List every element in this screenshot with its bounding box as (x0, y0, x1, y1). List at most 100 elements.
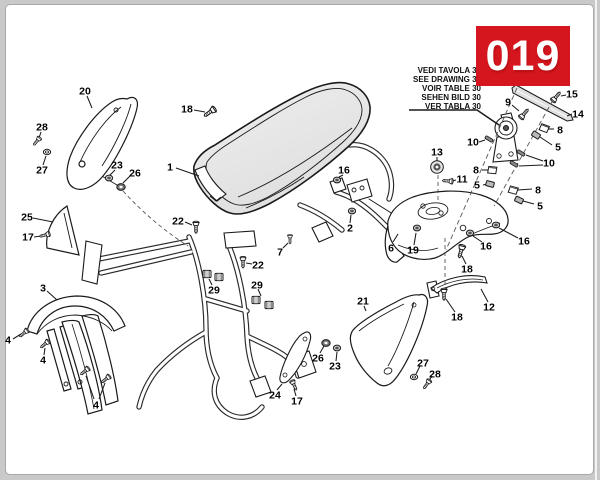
left-side-cover-seam-2 (101, 103, 132, 167)
clip-body (538, 123, 551, 134)
frame-backbone-tube (186, 234, 220, 381)
frame-backbone-tube-core (187, 235, 219, 380)
spacer-fastener-icon (531, 130, 541, 140)
screw-head (440, 289, 448, 294)
screw-head (448, 178, 453, 185)
seat-shape (192, 81, 371, 215)
routing-dash-path (122, 190, 189, 247)
washer-body (409, 373, 419, 381)
part-leader-line (338, 174, 344, 178)
part-number-label: 18 (461, 264, 473, 276)
screw-threads (523, 109, 528, 115)
screw-threads (41, 234, 45, 238)
part-leader-line (413, 232, 417, 246)
curved-bracket-hole (430, 286, 436, 292)
side-plate (311, 221, 334, 243)
screw-threads (205, 111, 211, 117)
part-number-label: 2 (347, 223, 353, 235)
fender-side-hole (486, 218, 492, 224)
part-leader-line (184, 221, 193, 226)
plate-number-badge: 019 (476, 26, 570, 86)
stay-hole (77, 379, 83, 385)
underseat-plate (223, 230, 257, 249)
part-leader-line (511, 104, 520, 112)
part-number-label: 28 (36, 122, 48, 134)
pin-body (516, 149, 526, 157)
frame-seatrail-sliver-core (298, 203, 344, 232)
part-leader-line (43, 347, 46, 356)
screw-threads (443, 179, 448, 183)
fender-bolt-hole (438, 210, 444, 216)
part-number-label: 9 (505, 97, 511, 109)
tie-rod-seam (515, 89, 568, 118)
rear-fender (384, 190, 509, 263)
part-number-label: 8 (535, 185, 541, 197)
screw-threads (41, 343, 46, 348)
part-leader-line (415, 365, 421, 375)
stay-hole (63, 381, 69, 387)
block-fastener-icon (214, 272, 224, 282)
frame-top-tube-a-core (97, 239, 191, 261)
cap-fastener-icon (430, 160, 444, 174)
triangle-panel-shape (46, 205, 80, 256)
washer-hole (411, 375, 417, 379)
grommet-hole (119, 185, 123, 189)
frame-cross-tube-core (204, 297, 249, 313)
screw-fastener-icon (239, 256, 247, 269)
screw-head (287, 235, 293, 239)
right-side-cover-seam-2 (358, 303, 405, 332)
part-leader-line (175, 167, 200, 177)
steering-head (81, 240, 103, 285)
front-fender-inner-arc (36, 314, 113, 335)
part-leader-line (257, 288, 262, 297)
nut-hole (107, 176, 111, 180)
fork-guard-left (61, 319, 103, 415)
screw-threads (102, 378, 107, 383)
screw-threads (424, 383, 428, 389)
rear-fender-shape (387, 190, 509, 260)
part-leader-line (522, 200, 535, 205)
part-number-label: 22 (252, 260, 264, 272)
lower-plate (249, 375, 272, 398)
screw-threads (194, 227, 198, 232)
frame-tail-rail-a-core (348, 143, 393, 201)
reference-note-line: VEDI TAVOLA 30 (417, 66, 481, 75)
part-number-label: 17 (291, 396, 303, 408)
support-bracket-shape (279, 331, 312, 384)
nut-hole (415, 226, 419, 230)
part-leader-line (85, 375, 95, 400)
part-leader-line (276, 383, 283, 391)
fender-stay-left (46, 328, 72, 392)
clamp-block-groove (204, 270, 210, 278)
assembly-axis-dash-line (445, 87, 518, 251)
right-side-cover-shape (349, 293, 429, 387)
part-number-label: 17 (22, 232, 34, 244)
screw-threads (442, 294, 446, 299)
part-number-label: 16 (338, 165, 350, 177)
screw-threads (241, 262, 245, 267)
fender-bolt-hole (420, 203, 426, 209)
part-number-label: 14 (572, 109, 584, 121)
part-leader-line (32, 217, 54, 223)
part-number-label: 27 (417, 358, 429, 370)
pin-body (484, 135, 494, 143)
screw-fastener-icon (39, 230, 51, 238)
part-leader-line (478, 139, 486, 143)
right-side-cover-hole (411, 302, 417, 308)
reference-note-line: VOIR TABLE 30 (422, 84, 481, 93)
clip-detail (489, 167, 497, 169)
grommet-hole (324, 341, 328, 345)
part-number-label: 21 (357, 296, 369, 308)
frame-tail-rail-b-core (334, 190, 395, 235)
seat (192, 81, 371, 215)
front-fender-band (26, 295, 126, 335)
clip-fastener-icon (487, 165, 498, 175)
part-number-label: 28 (429, 369, 441, 381)
clamp-block-groove (266, 301, 272, 309)
washer-fastener-icon (409, 373, 419, 381)
spacer-body (514, 195, 524, 205)
part-number-label: 8 (557, 125, 563, 137)
bracket-hole (351, 187, 357, 193)
